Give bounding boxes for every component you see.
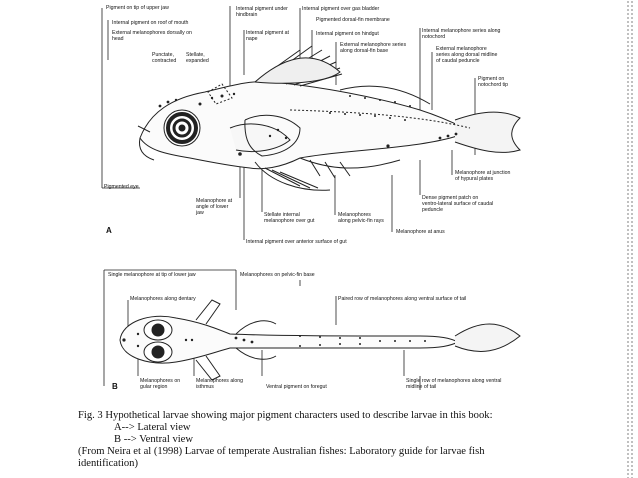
label-punctate: Punctate, contracted	[152, 52, 177, 64]
label-pelvic-rays: Melanophores along pelvic-fin rays	[338, 212, 384, 224]
label-ext-head: External melanophores dorsally on head	[112, 30, 192, 42]
larva-ventral-body	[119, 299, 521, 381]
label-upper-jaw: Pigment on tip of upper jaw	[106, 5, 169, 11]
label-stellate: Stellate, expanded	[186, 52, 209, 64]
label-gas-bladder: Internal pigment over gas bladder	[302, 6, 380, 12]
label-stellate-gut: Stellate internal melanophore over gut	[264, 212, 315, 224]
label-dorsal-fin-base: External melanophore series along dorsal…	[340, 42, 407, 54]
label-isthmus: Melanophores along isthmus	[196, 378, 244, 390]
label-hypural: Melanophore at junction of hypural plate…	[455, 170, 511, 182]
label-dense-patch: Dense pigment patch on ventro-lateral su…	[422, 195, 494, 213]
label-dentary: Melanophores along dentary	[130, 296, 196, 302]
caption-line-5: identification)	[78, 458, 139, 469]
caption-line-3: B --> Ventral view	[114, 434, 194, 445]
label-paired-row: Paired row of melanophores along ventral…	[338, 296, 467, 302]
label-under-hindbrain: Internal pigment under hindbrain	[236, 6, 288, 18]
label-on-hindgut: Internal pigment on hindgut	[316, 31, 379, 37]
label-lower-jaw-angle: Melanophore at angle of lower jaw	[196, 198, 233, 216]
label-pelvic-base: Melanophores on pelvic-fin base	[240, 272, 315, 278]
label-gular: Melanophores on gular region	[140, 378, 181, 390]
label-lower-jaw-tip: Single melanophore at tip of lower jaw	[108, 272, 196, 278]
label-caudal-midline: External melanophore series along dorsal…	[436, 46, 498, 64]
figure-caption: Fig. 3 Hypothetical larvae showing major…	[78, 410, 548, 470]
label-pigmented-eye: Pigmented eye	[104, 184, 139, 190]
decorative-dot-strip	[626, 0, 634, 478]
label-single-row: Single row of melanophores along ventral…	[406, 378, 502, 390]
caption-line-4: (From Neira et al (1998) Larvae of tempe…	[78, 446, 485, 457]
label-roof-mouth: Internal pigment on roof of mouth	[112, 20, 189, 26]
label-at-nape: Internal pigment at nape	[246, 30, 289, 42]
label-notochord-series: Internal melanophore series along notoch…	[422, 28, 501, 40]
label-at-anus: Melanophore at anus	[396, 229, 445, 235]
caption-line-2: A--> Lateral view	[114, 422, 191, 433]
label-foregut: Ventral pigment on foregut	[266, 384, 327, 390]
larva-lateral-body	[137, 45, 521, 191]
label-anterior-gut: Internal pigment over anterior surface o…	[246, 239, 347, 245]
caption-line-1: Fig. 3 Hypothetical larvae showing major…	[78, 410, 493, 421]
panel-a-letter: A	[106, 226, 112, 235]
label-notochord-tip: Pigment on notochord tip	[478, 76, 508, 88]
label-dorsal-membrane: Pigmented dorsal-fin membrane	[316, 17, 390, 23]
panel-b-letter: B	[112, 382, 118, 391]
